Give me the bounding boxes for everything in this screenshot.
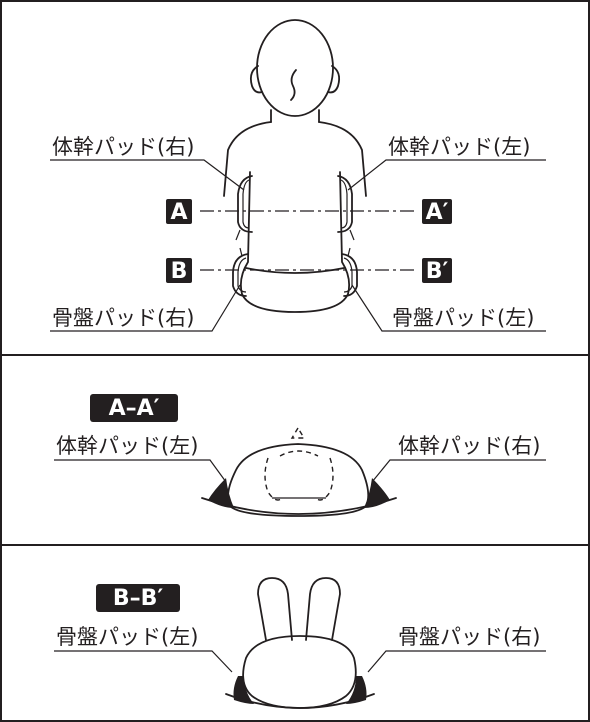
label-aa-left: 体幹パッド(左) (56, 434, 198, 458)
section-bb-title: B–B′ (96, 584, 180, 612)
marker-a-prime-label: A′ (426, 200, 449, 225)
trunk-pad-right-section (364, 478, 390, 508)
label-bb-left: 骨盤パッド(左) (56, 625, 198, 649)
back-view-panel: A A′ B B′ 体幹パッド(右) 体幹パッド(左) 骨盤パッド(右) 骨盤パ… (50, 19, 546, 332)
leader-aa-left (54, 459, 227, 483)
pelvis-pad-right (232, 247, 249, 297)
label-aa-right: 体幹パッド(右) (398, 434, 540, 458)
pelvis-pad-right-section (346, 676, 367, 704)
section-bb-title-text: B–B′ (113, 586, 164, 611)
pelvis-cross-section (242, 577, 357, 709)
leader-aa-right (371, 459, 546, 483)
leader-pelvis-pad-right (50, 284, 241, 332)
label-bb-right: 骨盤パッド(右) (398, 625, 540, 649)
person-figure (223, 19, 367, 313)
marker-a: A (166, 199, 192, 225)
label-trunk-pad-left: 体幹パッド(左) (388, 135, 530, 159)
section-aa-title: A–A′ (90, 394, 178, 422)
leader-trunk-pad-right (50, 159, 245, 191)
section-bb-panel: B–B′ 骨盤パッド(左) 骨盤パッド(右) (54, 577, 546, 709)
trunk-pad-left-section (208, 478, 234, 508)
label-pelvis-pad-left: 骨盤パッド(左) (392, 306, 534, 330)
marker-b-prime: B′ (422, 258, 452, 284)
marker-b: B (166, 258, 192, 284)
pelvis-pad-left (341, 247, 358, 297)
trunk-cross-section (227, 426, 370, 517)
leader-trunk-pad-left (347, 159, 546, 191)
section-aa-panel: A–A′ 体幹パッド(左) 体幹パッド(右) (54, 394, 546, 517)
trunk-pad-right (235, 175, 253, 241)
marker-b-prime-label: B′ (426, 259, 449, 284)
leader-bb-left (54, 650, 233, 673)
marker-b-label: B (171, 259, 188, 284)
section-aa-title-text: A–A′ (109, 396, 160, 421)
leader-bb-right (367, 650, 546, 673)
marker-a-label: A (170, 200, 187, 225)
marker-a-prime: A′ (422, 199, 452, 225)
seat-back-curve-aa (201, 497, 397, 515)
seat-back-curve-bb (225, 693, 375, 709)
leader-pelvis-pad-left (351, 284, 546, 332)
label-trunk-pad-right: 体幹パッド(右) (52, 135, 194, 159)
pelvis-pad-left-section (233, 676, 254, 704)
trunk-pad-left (337, 175, 355, 241)
label-pelvis-pad-right: 骨盤パッド(右) (52, 306, 194, 330)
